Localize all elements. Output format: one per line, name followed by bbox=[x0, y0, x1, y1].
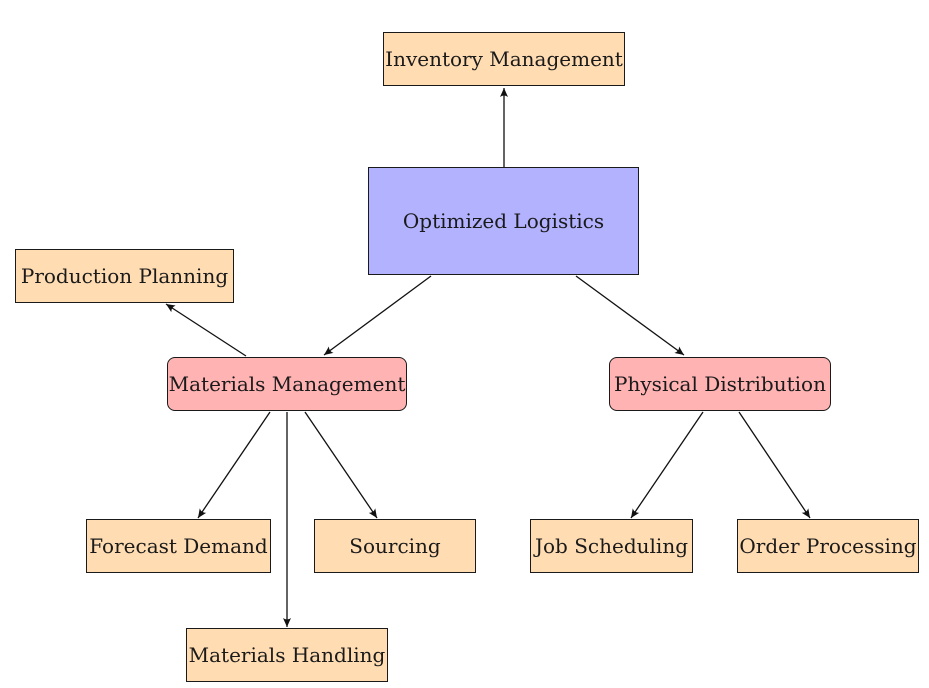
edge-physical-to-order bbox=[738, 411, 811, 519]
node-job-scheduling: Job Scheduling bbox=[530, 519, 693, 573]
edge-materials-to-sourcing bbox=[304, 411, 378, 519]
node-sourcing: Sourcing bbox=[314, 519, 476, 573]
edge-root-to-materials bbox=[323, 275, 432, 356]
node-forecast-demand: Forecast Demand bbox=[86, 519, 271, 573]
edge-root-to-physical bbox=[575, 275, 685, 356]
node-inventory-management: Inventory Management bbox=[383, 32, 625, 86]
node-order-processing: Order Processing bbox=[737, 519, 919, 573]
node-production-planning: Production Planning bbox=[15, 249, 234, 303]
edge-physical-to-job bbox=[630, 411, 704, 519]
edge-materials-to-forecast bbox=[197, 411, 271, 519]
node-optimized-logistics: Optimized Logistics bbox=[368, 167, 639, 275]
node-materials-management: Materials Management bbox=[167, 357, 407, 411]
edge-materials-to-production bbox=[165, 303, 247, 357]
node-physical-distribution: Physical Distribution bbox=[609, 357, 831, 411]
node-materials-handling: Materials Handling bbox=[186, 628, 388, 682]
